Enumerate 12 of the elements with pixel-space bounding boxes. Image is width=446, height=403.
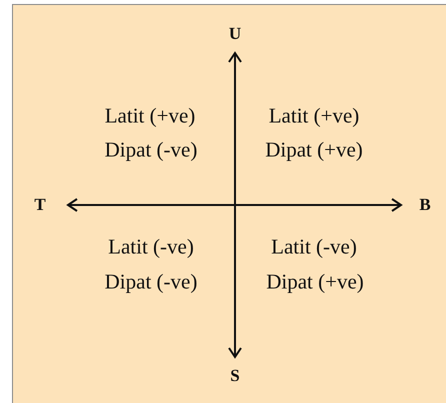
direction-letter: S	[230, 366, 240, 386]
quadrant-label: Latit (+ve)	[104, 104, 196, 128]
quadrant-label: Latit (-ve)	[108, 234, 194, 260]
quadrant-label: Dipat (-ve)	[104, 138, 198, 162]
quadrant-label: Dipat (+ve)	[265, 138, 363, 162]
quadrant-label: Dipat (+ve)	[266, 270, 364, 294]
direction-letter: T	[34, 195, 46, 215]
quadrant-label: Dipat (-ve)	[104, 270, 198, 294]
quadrant-label: Latit (-ve)	[271, 234, 357, 260]
quadrant-label: Latit (+ve)	[268, 104, 360, 128]
direction-letter: U	[228, 24, 242, 44]
direction-letter: B	[419, 195, 431, 215]
